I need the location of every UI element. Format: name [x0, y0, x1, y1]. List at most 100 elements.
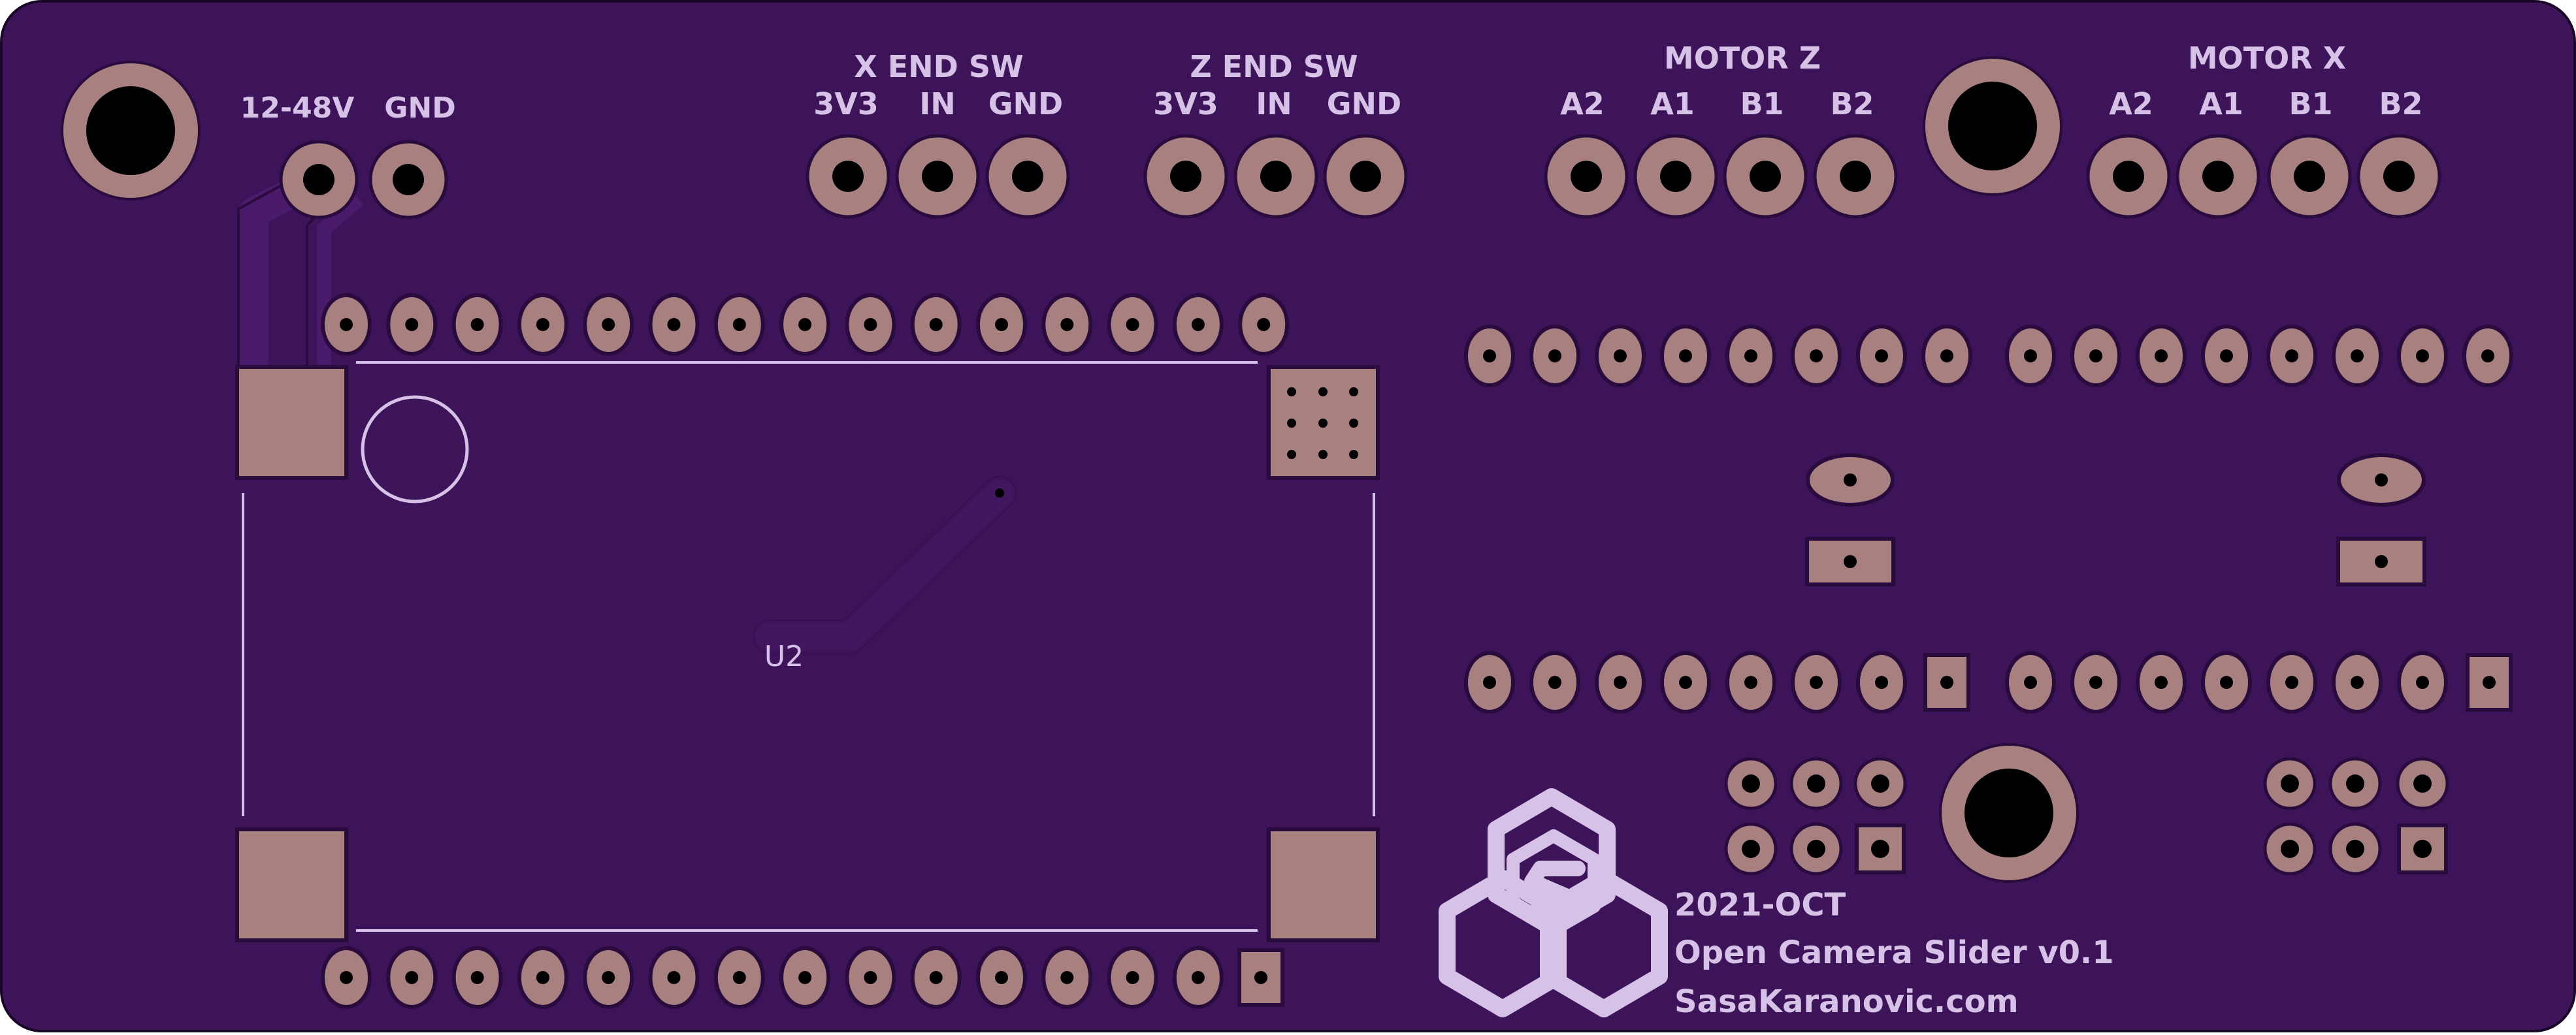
module-bottom-pin-13 — [1172, 946, 1224, 1009]
driver-b-top-pin-3 — [2201, 325, 2252, 387]
module-top-pin-9 — [910, 293, 962, 356]
z-end-sw-pad-0 — [1143, 134, 1228, 219]
motor-z-pad-1 — [1633, 134, 1718, 219]
module-bottom-pin-10 — [976, 946, 1027, 1009]
module-bottom-pin-0 — [321, 946, 372, 1009]
cfg-b-top-2 — [2396, 757, 2449, 810]
driver-b-jumper-square — [2336, 537, 2426, 586]
module-bottom-pin-3 — [517, 946, 568, 1009]
x-end-sw-pin-gnd: GND — [988, 86, 1063, 121]
driver-b-top-pin-6 — [2397, 325, 2448, 387]
cfg-a-top-2 — [1853, 757, 1907, 810]
driver-b-bottom-pin-1 — [2070, 651, 2121, 714]
module-top-pin-3 — [517, 293, 568, 356]
motor-x-title: MOTOR X — [2188, 40, 2346, 76]
driver-b-bottom-pin-5 — [2332, 651, 2383, 714]
cfg-a-top-1 — [1789, 757, 1843, 810]
motor-x-pin-a2: A2 — [2109, 86, 2153, 121]
u2-corner-pads — [235, 365, 1380, 942]
driver-a-top-pin-5 — [1791, 325, 1842, 387]
motor-x-pin-b1: B1 — [2289, 86, 2332, 121]
motor-x-pad-2 — [2267, 134, 2352, 219]
motor-x-pad-3 — [2356, 134, 2441, 219]
module-top-pin-13 — [1172, 293, 1224, 356]
x-end-sw-pad-2 — [985, 134, 1070, 219]
board-date: 2021-OCT — [1674, 887, 1846, 923]
driver-a-jumper-oval — [1806, 453, 1895, 507]
z-end-sw-pad-2 — [1323, 134, 1408, 219]
z-end-sw-pin-3v3: 3V3 — [1153, 86, 1218, 121]
power-pad-12-48v — [279, 140, 359, 219]
website: SasaKaranovic.com — [1674, 983, 2019, 1020]
motor-x-pin-b2: B2 — [2379, 86, 2422, 121]
motor-z-pad-3 — [1813, 134, 1898, 219]
driver-a-top-pin-1 — [1529, 325, 1580, 387]
u2-reference: U2 — [764, 640, 804, 673]
cfg-b-bot-2 — [2397, 823, 2448, 874]
module-top-pin-8 — [845, 293, 896, 356]
x-end-sw-pin-in: IN — [919, 86, 956, 121]
driver-b-top-pin-7 — [2462, 325, 2513, 387]
driver-a-top-pin-2 — [1595, 325, 1646, 387]
module-bottom-pin-9 — [910, 946, 962, 1009]
driver-b-bottom-pin-3 — [2201, 651, 2252, 714]
driver-b-bottom-pin-2 — [2136, 651, 2187, 714]
module-bottom-pin-1 — [386, 946, 438, 1009]
module-bottom-pin-11 — [1041, 946, 1093, 1009]
module-top-pin-6 — [713, 293, 765, 356]
u2-module-outline — [242, 361, 1375, 932]
motor-x-pin-a1: A1 — [2199, 86, 2243, 121]
module-top-pin-14 — [1238, 293, 1290, 356]
project-name: Open Camera Slider v0.1 — [1674, 934, 2114, 971]
x-end-sw-pad-1 — [895, 134, 980, 219]
z-end-sw-pad-1 — [1233, 134, 1318, 219]
motor-z-pin-b1: B1 — [1740, 86, 1784, 121]
driver-a-top-pin-7 — [1921, 325, 1972, 387]
motor-z-pin-b2: B2 — [1830, 86, 1874, 121]
x-end-sw-pin-3v3: 3V3 — [813, 86, 879, 121]
motor-x-pad-0 — [2086, 134, 2171, 219]
module-bottom-pin-4 — [583, 946, 634, 1009]
motor-z-pin-a1: A1 — [1650, 86, 1695, 121]
module-bottom-pin-14 — [1237, 948, 1284, 1007]
z-end-sw-pin-gnd: GND — [1327, 86, 1401, 121]
module-top-pin-4 — [583, 293, 634, 356]
driver-b-top-pin-1 — [2070, 325, 2121, 387]
x-end-sw-title: X END SW — [854, 49, 1023, 84]
driver-a-bottom-pin-1 — [1529, 651, 1580, 714]
power-pad-gnd — [368, 140, 448, 219]
pad-layer — [279, 134, 2513, 1009]
module-bottom-pin-12 — [1107, 946, 1158, 1009]
z-end-sw-pin-in: IN — [1256, 86, 1292, 121]
label-gnd-power: GND — [384, 91, 455, 125]
cfg-a-bot-2 — [1855, 823, 1906, 874]
driver-b-bottom-pin-6 — [2397, 651, 2448, 714]
module-bottom-pin-2 — [451, 946, 503, 1009]
cfg-a-bot-1 — [1789, 822, 1843, 876]
motor-z-pad-0 — [1544, 134, 1629, 219]
driver-a-bottom-pin-6 — [1856, 651, 1907, 714]
cfg-b-bot-1 — [2328, 822, 2382, 876]
driver-a-bottom-pin-7 — [1923, 653, 1970, 712]
motor-z-pin-a2: A2 — [1560, 86, 1605, 121]
module-top-pin-5 — [648, 293, 700, 356]
cfg-a-top-0 — [1724, 757, 1778, 810]
driver-a-bottom-pin-0 — [1464, 651, 1515, 714]
driver-b-jumper-oval — [2337, 453, 2426, 507]
driver-b-top-pin-5 — [2332, 325, 2383, 387]
thermal-vias — [1287, 387, 1358, 459]
driver-a-bottom-pin-4 — [1725, 651, 1776, 714]
x-end-sw-pad-0 — [806, 134, 890, 219]
label-12-48v: 12-48V — [240, 91, 355, 125]
cfg-b-top-1 — [2328, 757, 2382, 810]
driver-a-bottom-pin-2 — [1595, 651, 1646, 714]
driver-b-bottom-pin-0 — [2005, 651, 2056, 714]
driver-b-top-pin-2 — [2136, 325, 2187, 387]
driver-a-bottom-pin-5 — [1791, 651, 1842, 714]
module-bottom-pin-8 — [845, 946, 896, 1009]
module-bottom-pin-5 — [648, 946, 700, 1009]
via — [995, 488, 1004, 498]
